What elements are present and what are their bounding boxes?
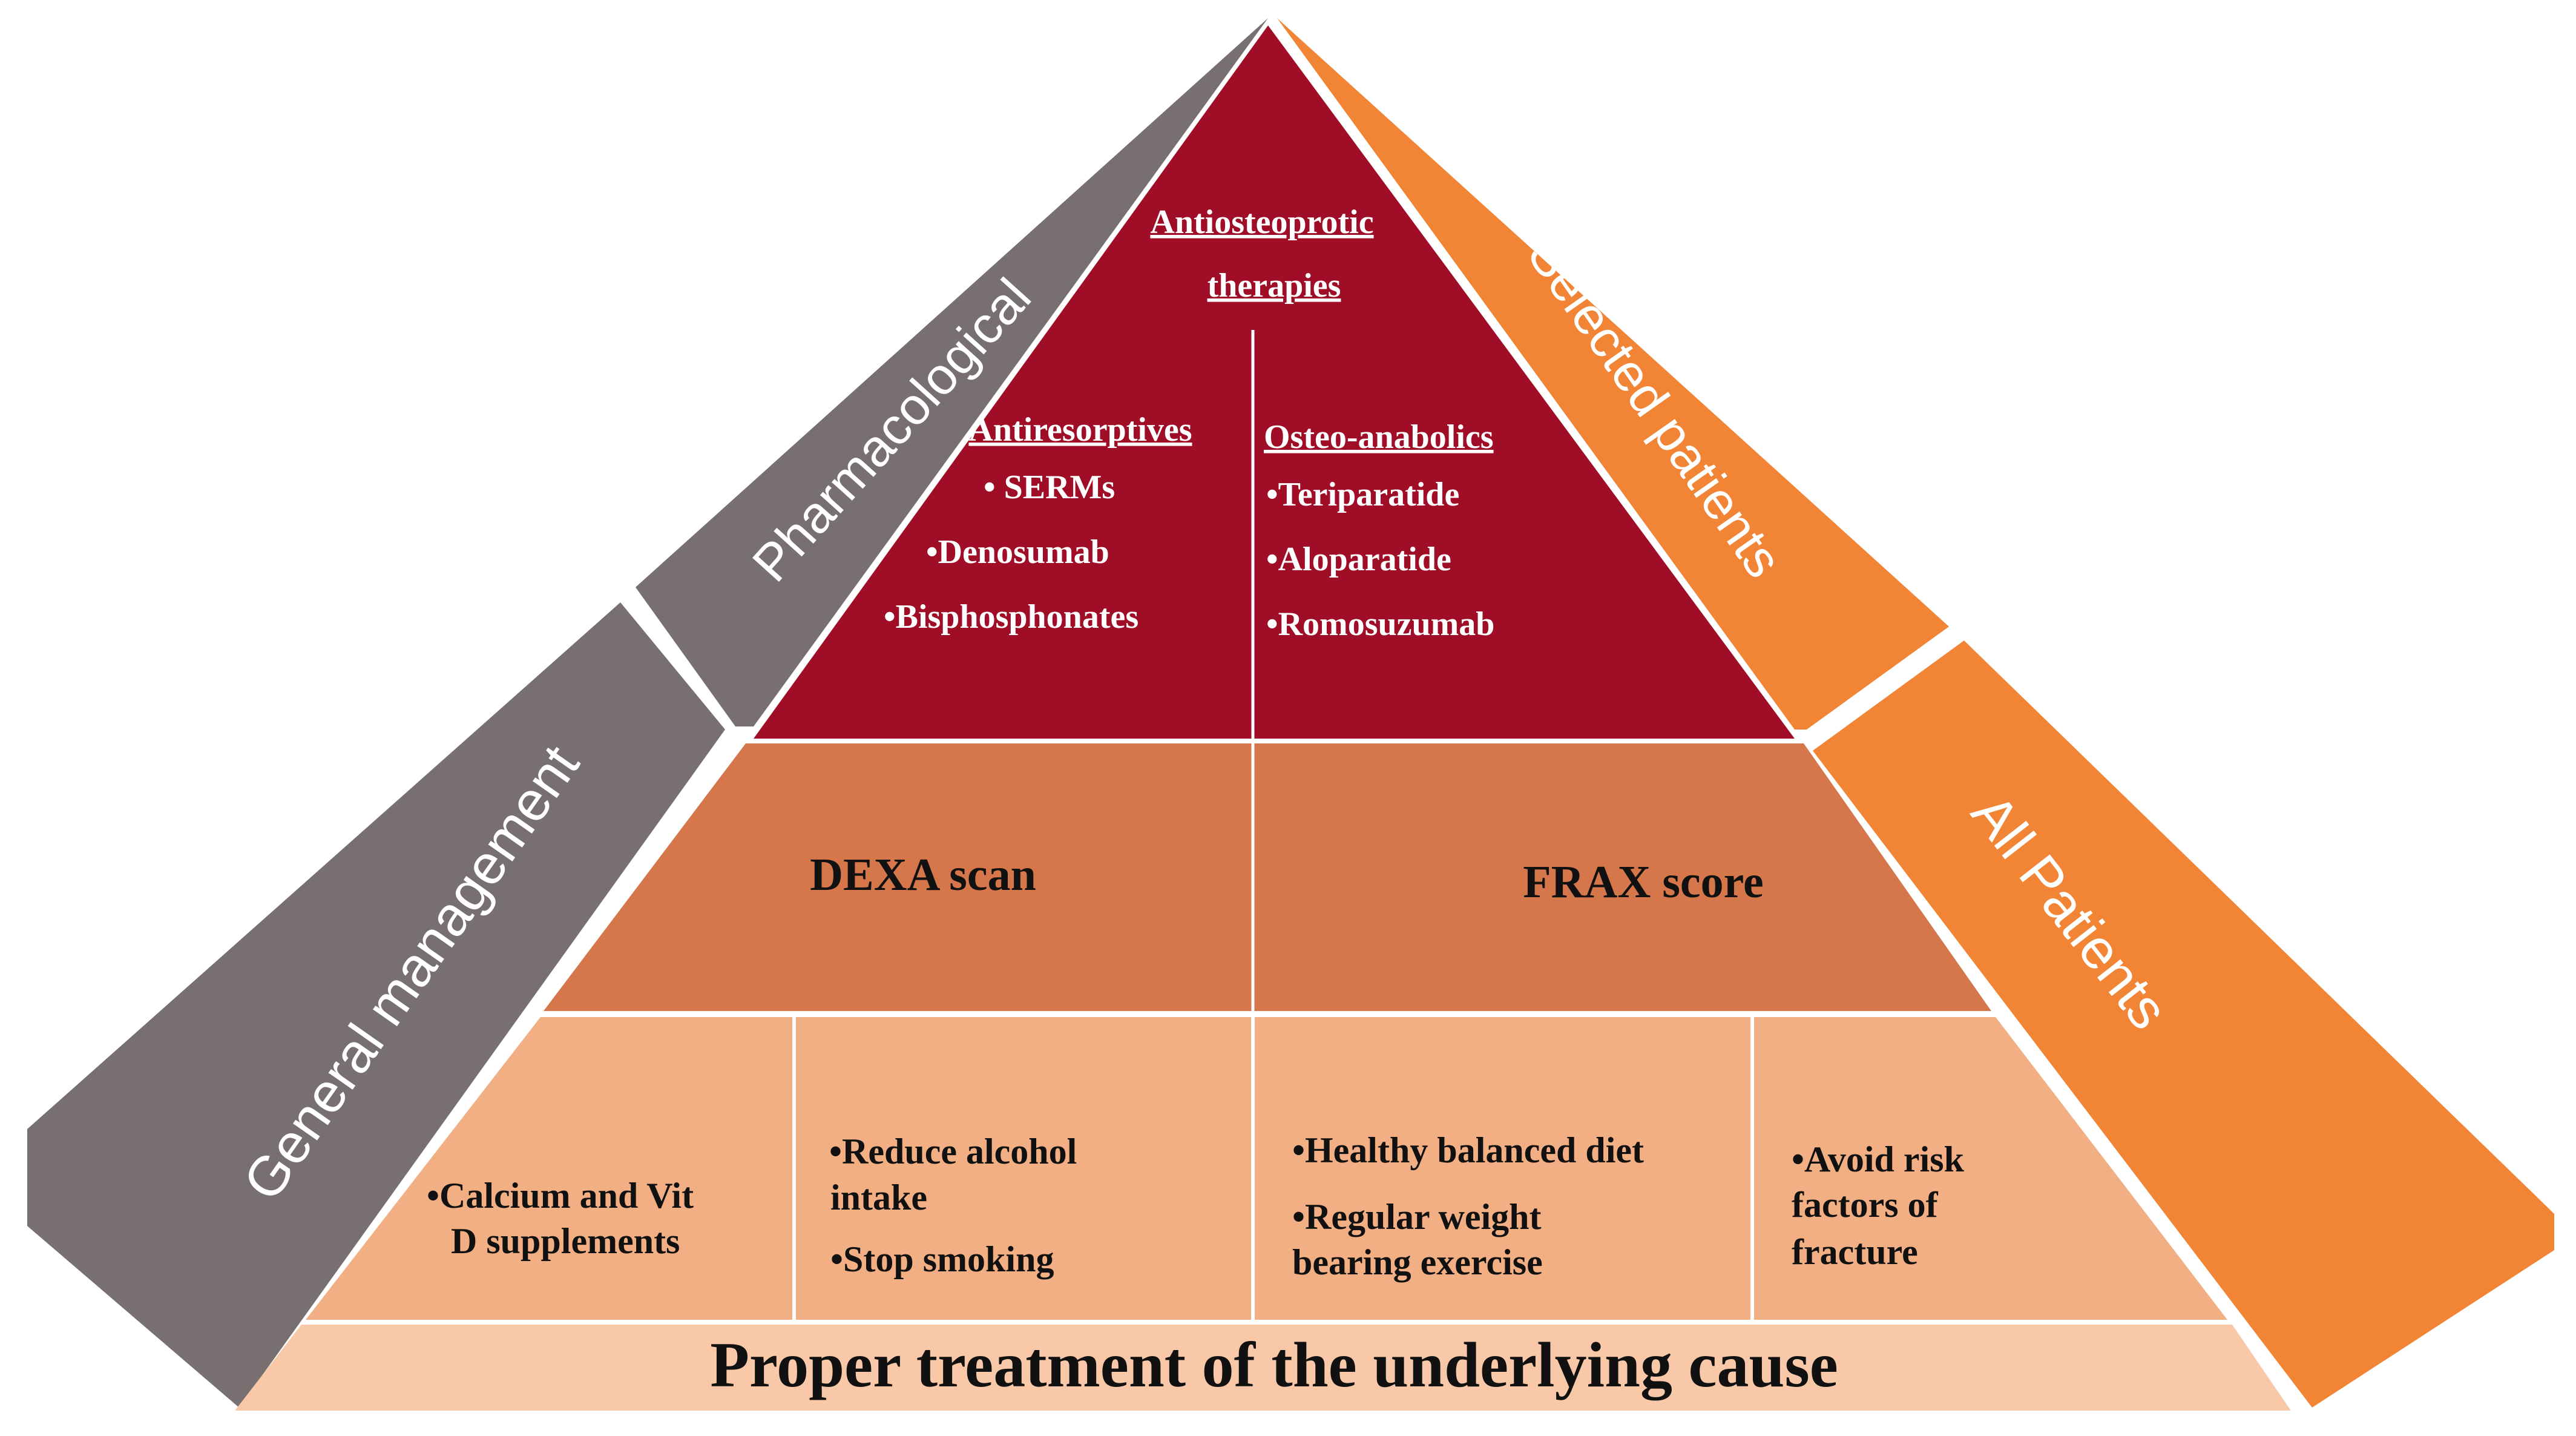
- osteo-anabolics-heading: Osteo-anabolics: [1264, 418, 1494, 456]
- base-strip: [235, 1325, 2291, 1411]
- osteo-anabolic-item-1: •Teriparatide: [1266, 476, 1459, 513]
- bottom-tier: [306, 1017, 2227, 1320]
- box4-line-1: •Avoid risk: [1792, 1139, 1965, 1179]
- frax-score-label: FRAX score: [1523, 857, 1763, 907]
- osteo-anabolic-item-2: •Aloparatide: [1266, 541, 1451, 578]
- box3-line-1: •Healthy balanced diet: [1292, 1130, 1644, 1170]
- base-text: Proper treatment of the underlying cause: [710, 1329, 1838, 1400]
- osteo-anabolic-item-3: •Romosuzumab: [1266, 605, 1494, 643]
- selected-patients-band: [1277, 18, 1949, 730]
- therapies-heading-line2: therapies: [1208, 267, 1341, 305]
- box2-line-3: •Stop smoking: [830, 1239, 1054, 1279]
- all-patients-band: [1813, 641, 2554, 1408]
- box4-line-2: factors of: [1792, 1185, 1939, 1225]
- dexa-scan-label: DEXA scan: [810, 849, 1036, 900]
- box2-line-2: intake: [830, 1177, 927, 1217]
- box1-line-2: D supplements: [451, 1221, 680, 1261]
- box3-line-3: bearing exercise: [1292, 1242, 1543, 1282]
- box3-line-2: •Regular weight: [1292, 1197, 1542, 1237]
- middle-tier: [544, 743, 1991, 1011]
- antiresorptive-item-1: • SERMs: [984, 469, 1115, 506]
- antiresorptive-item-3: •Bisphosphonates: [884, 598, 1138, 636]
- general-management-band: [27, 602, 725, 1408]
- box2-line-1: •Reduce alcohol: [829, 1131, 1077, 1171]
- box4-line-3: fracture: [1792, 1232, 1918, 1272]
- antiresorptives-heading: Antiresorptives: [968, 411, 1192, 449]
- pharmacological-band: [636, 18, 1268, 726]
- therapies-heading-line1: Antiosteoprotic: [1150, 203, 1373, 241]
- box1-line-1: •Calcium and Vit: [427, 1176, 694, 1216]
- antiresorptive-item-2: •Denosumab: [926, 533, 1109, 571]
- top-tier: [754, 25, 1795, 739]
